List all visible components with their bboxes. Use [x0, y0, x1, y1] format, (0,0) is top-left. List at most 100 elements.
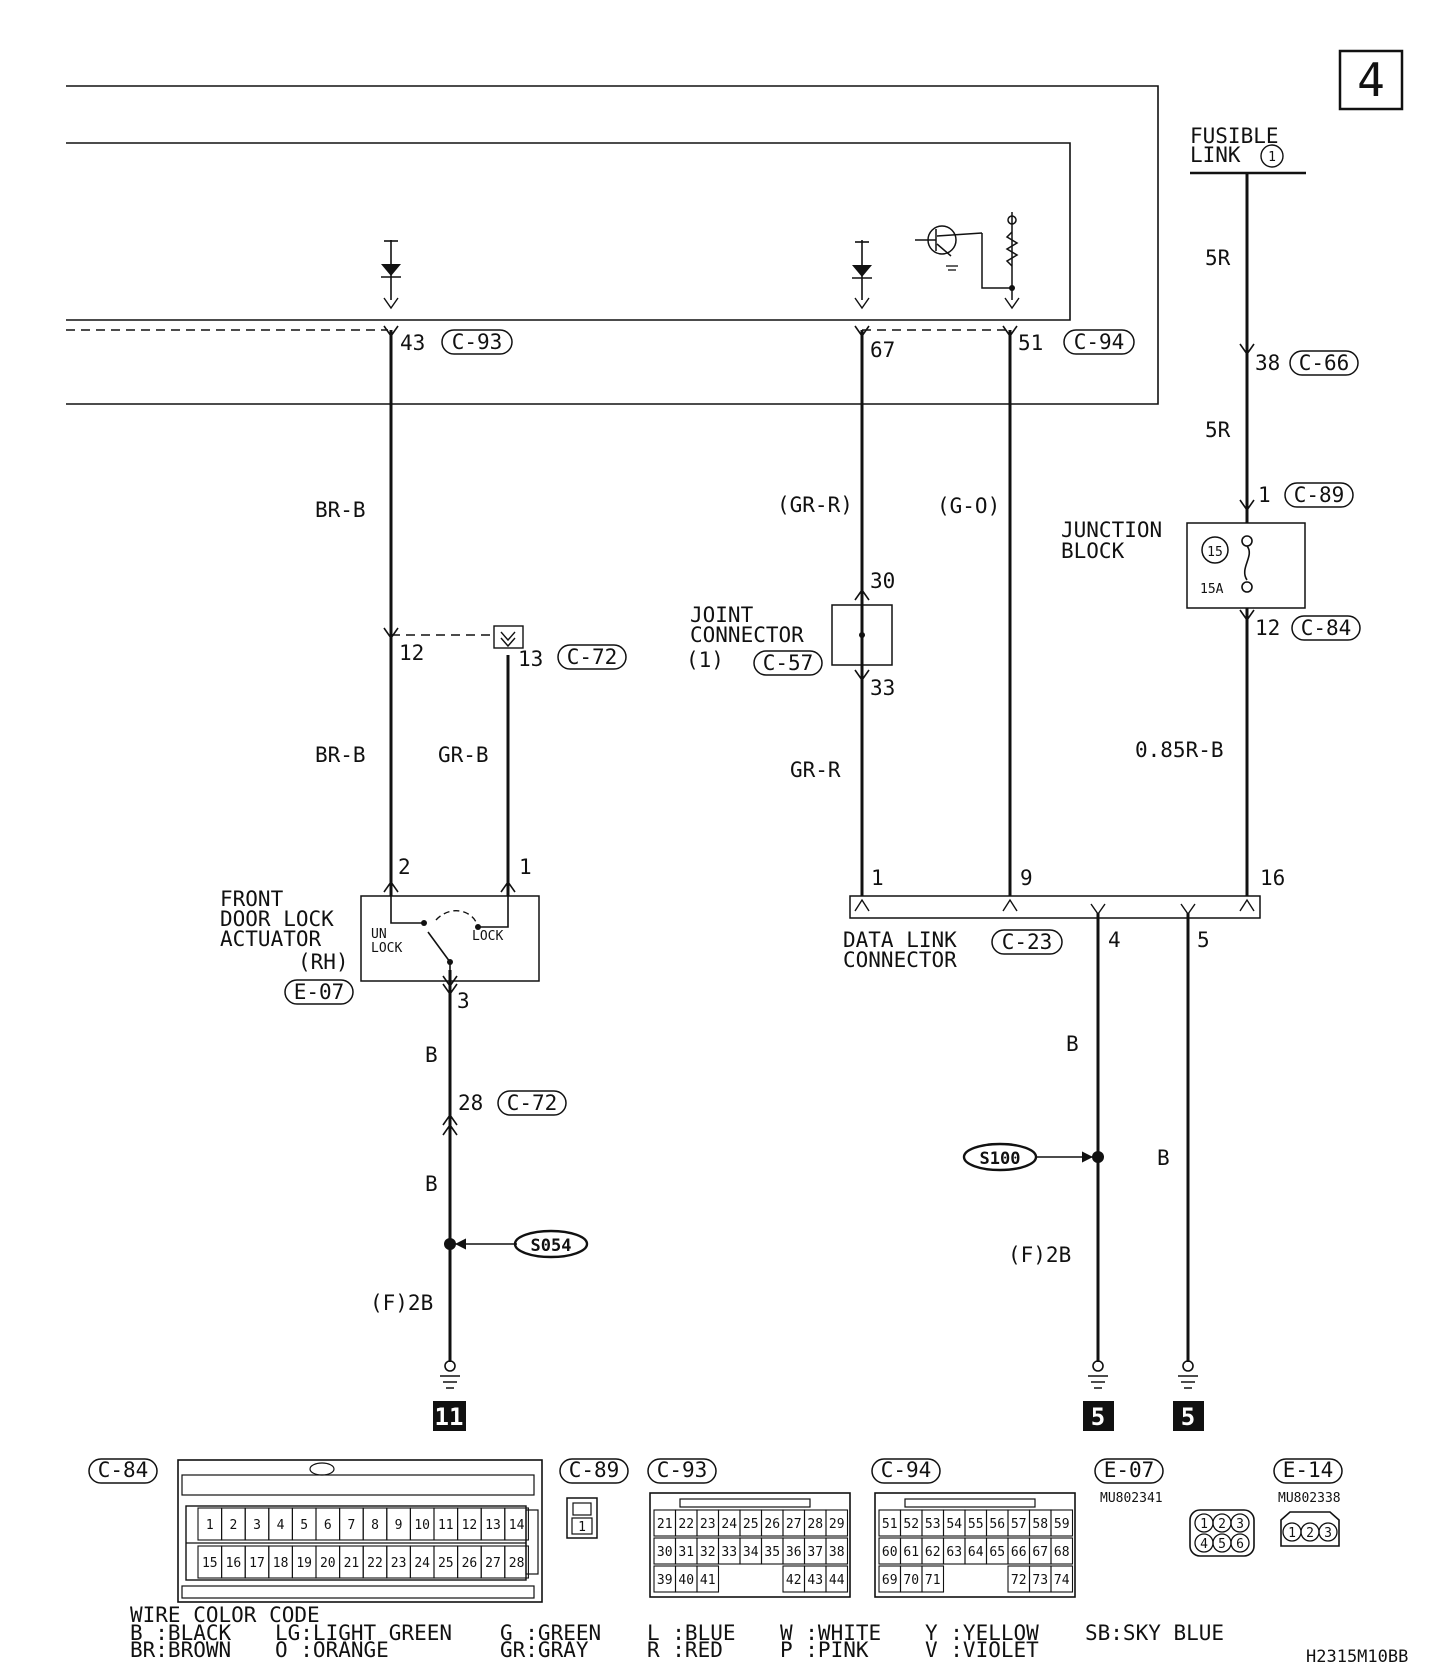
legend-item-g: G :GREEN: [500, 1621, 601, 1645]
fuse-rating: 15A: [1200, 582, 1224, 597]
c84-pin: 2: [229, 1518, 237, 1533]
actuator-label-3: ACTUATOR: [220, 927, 322, 951]
c93-pin: 24: [721, 1517, 737, 1532]
legend-item-w: W :WHITE: [780, 1621, 881, 1645]
c94-pin: 66: [1011, 1545, 1027, 1560]
data-link-pin-5: 5: [1197, 928, 1210, 952]
c93-pin: 23: [700, 1517, 716, 1532]
joint-connector-pin-out: 33: [870, 676, 895, 700]
c93-pin: 43: [807, 1573, 823, 1588]
c84-pin: 12: [1255, 616, 1280, 640]
c84-pin: 3: [253, 1518, 261, 1533]
c84-pin: 9: [395, 1518, 403, 1533]
c84-pin: 6: [324, 1518, 332, 1533]
c93-pin: 21: [657, 1517, 673, 1532]
c94-pin-b: 51: [1018, 331, 1043, 355]
c89-id: C-89: [1294, 483, 1345, 507]
legend-item-o: O :ORANGE: [275, 1638, 389, 1662]
wire-f2b-2: (F)2B: [1008, 1243, 1071, 1267]
c93-pin: 37: [807, 1545, 823, 1560]
wire-085r-b: 0.85R-B: [1135, 738, 1224, 762]
c66-pin: 38: [1255, 351, 1280, 375]
connector-pin-circle: [1318, 1522, 1338, 1542]
actuator-unlock-2: LOCK: [371, 941, 402, 956]
e07-pin: 2: [1218, 1517, 1226, 1532]
actuator-pin-2: 2: [398, 855, 411, 879]
data-link-label-2: CONNECTOR: [843, 948, 957, 972]
splice-s054-label: S054: [531, 1236, 572, 1256]
fusible-link-number: 1: [1268, 150, 1276, 165]
c89-view-pin: 1: [578, 1520, 586, 1535]
legend-item-lg: LG:LIGHT GREEN: [275, 1621, 452, 1645]
c84-view-id: C-84: [98, 1458, 149, 1482]
e07-part-number: MU802341: [1100, 1491, 1163, 1506]
c94-pin: 61: [903, 1545, 919, 1560]
data-link-pin-16: 16: [1260, 866, 1285, 890]
c93-pin: 25: [743, 1517, 759, 1532]
connector-pin-cell: [825, 1565, 849, 1593]
c84-pin: 11: [438, 1518, 454, 1533]
connector-pin-circle: [1230, 1513, 1250, 1533]
c84-pin: 17: [249, 1556, 265, 1571]
connector-id-boxes: [284, 144, 1361, 1116]
wire-b-2: B: [425, 1172, 438, 1196]
c84-pin: 18: [273, 1556, 289, 1571]
legend-item-r: R :RED: [647, 1638, 723, 1662]
legend-title: WIRE COLOR CODE: [130, 1603, 320, 1627]
c93-pin: 42: [786, 1573, 802, 1588]
ecu-internal-diode-2: [852, 240, 872, 310]
joint-connector-label-2: CONNECTOR: [690, 623, 804, 647]
c84-pin: 22: [367, 1556, 383, 1571]
ground-symbols: [433, 1360, 1204, 1431]
c84-pin: 23: [391, 1556, 407, 1571]
c84-pin: 14: [509, 1518, 525, 1533]
c72-pin-a: 12: [399, 641, 424, 665]
junction-block: [1186, 522, 1306, 609]
wire-5r-lower: 5R: [1205, 418, 1231, 442]
c84-pin: 5: [300, 1518, 308, 1533]
c89-pin: 1: [1258, 483, 1271, 507]
c94-pin: 65: [989, 1545, 1005, 1560]
e07-pin: 3: [1236, 1517, 1244, 1532]
c84-pin: 21: [344, 1556, 360, 1571]
c93-pin: 29: [829, 1517, 845, 1532]
c84-pin: 26: [462, 1556, 478, 1571]
diagram-code: H2315M10BB: [1306, 1647, 1408, 1667]
c94-pin: 69: [882, 1573, 898, 1588]
c94-pin: 71: [925, 1573, 941, 1588]
wire-b-1: B: [425, 1043, 438, 1067]
c94-pin-a: 67: [870, 338, 895, 362]
c84-id: C-84: [1301, 616, 1352, 640]
c93-pin: 44: [829, 1573, 845, 1588]
data-link-id: C-23: [1002, 930, 1053, 954]
joint-connector: [831, 604, 893, 666]
ecu-internal-diode-1: [381, 240, 401, 310]
connector-pin-cell: [921, 1565, 945, 1593]
c93-pin: 39: [657, 1573, 673, 1588]
c94-pin: 59: [1054, 1517, 1070, 1532]
e07-pin: 5: [1218, 1537, 1226, 1552]
fusible-link-label-1: FUSIBLE: [1190, 124, 1279, 148]
c72-pin-b: 13: [518, 647, 543, 671]
legend-item-gr: GR:GRAY: [500, 1638, 589, 1662]
c94-pin: 62: [925, 1545, 941, 1560]
c84-pin: 20: [320, 1556, 336, 1571]
c93-pin: 28: [807, 1517, 823, 1532]
c93-pin: 27: [786, 1517, 802, 1532]
actuator-label-1: FRONT: [220, 887, 284, 911]
c94-pin: 73: [1032, 1573, 1048, 1588]
data-link-pin-9: 9: [1020, 866, 1033, 890]
ground-5b: 5: [1181, 1403, 1195, 1431]
wire-g-o-paren: (G-O): [937, 494, 1000, 518]
c84-pin: 12: [462, 1518, 478, 1533]
legend-item-y: Y :YELLOW: [925, 1621, 1039, 1645]
connector-pin-cell: [1050, 1565, 1074, 1593]
splice-s054: [444, 1229, 589, 1259]
e07-pin: 6: [1236, 1537, 1244, 1552]
connector-pin-cell: [1050, 1537, 1074, 1565]
joint-connector-label-1: JOINT: [690, 603, 754, 627]
